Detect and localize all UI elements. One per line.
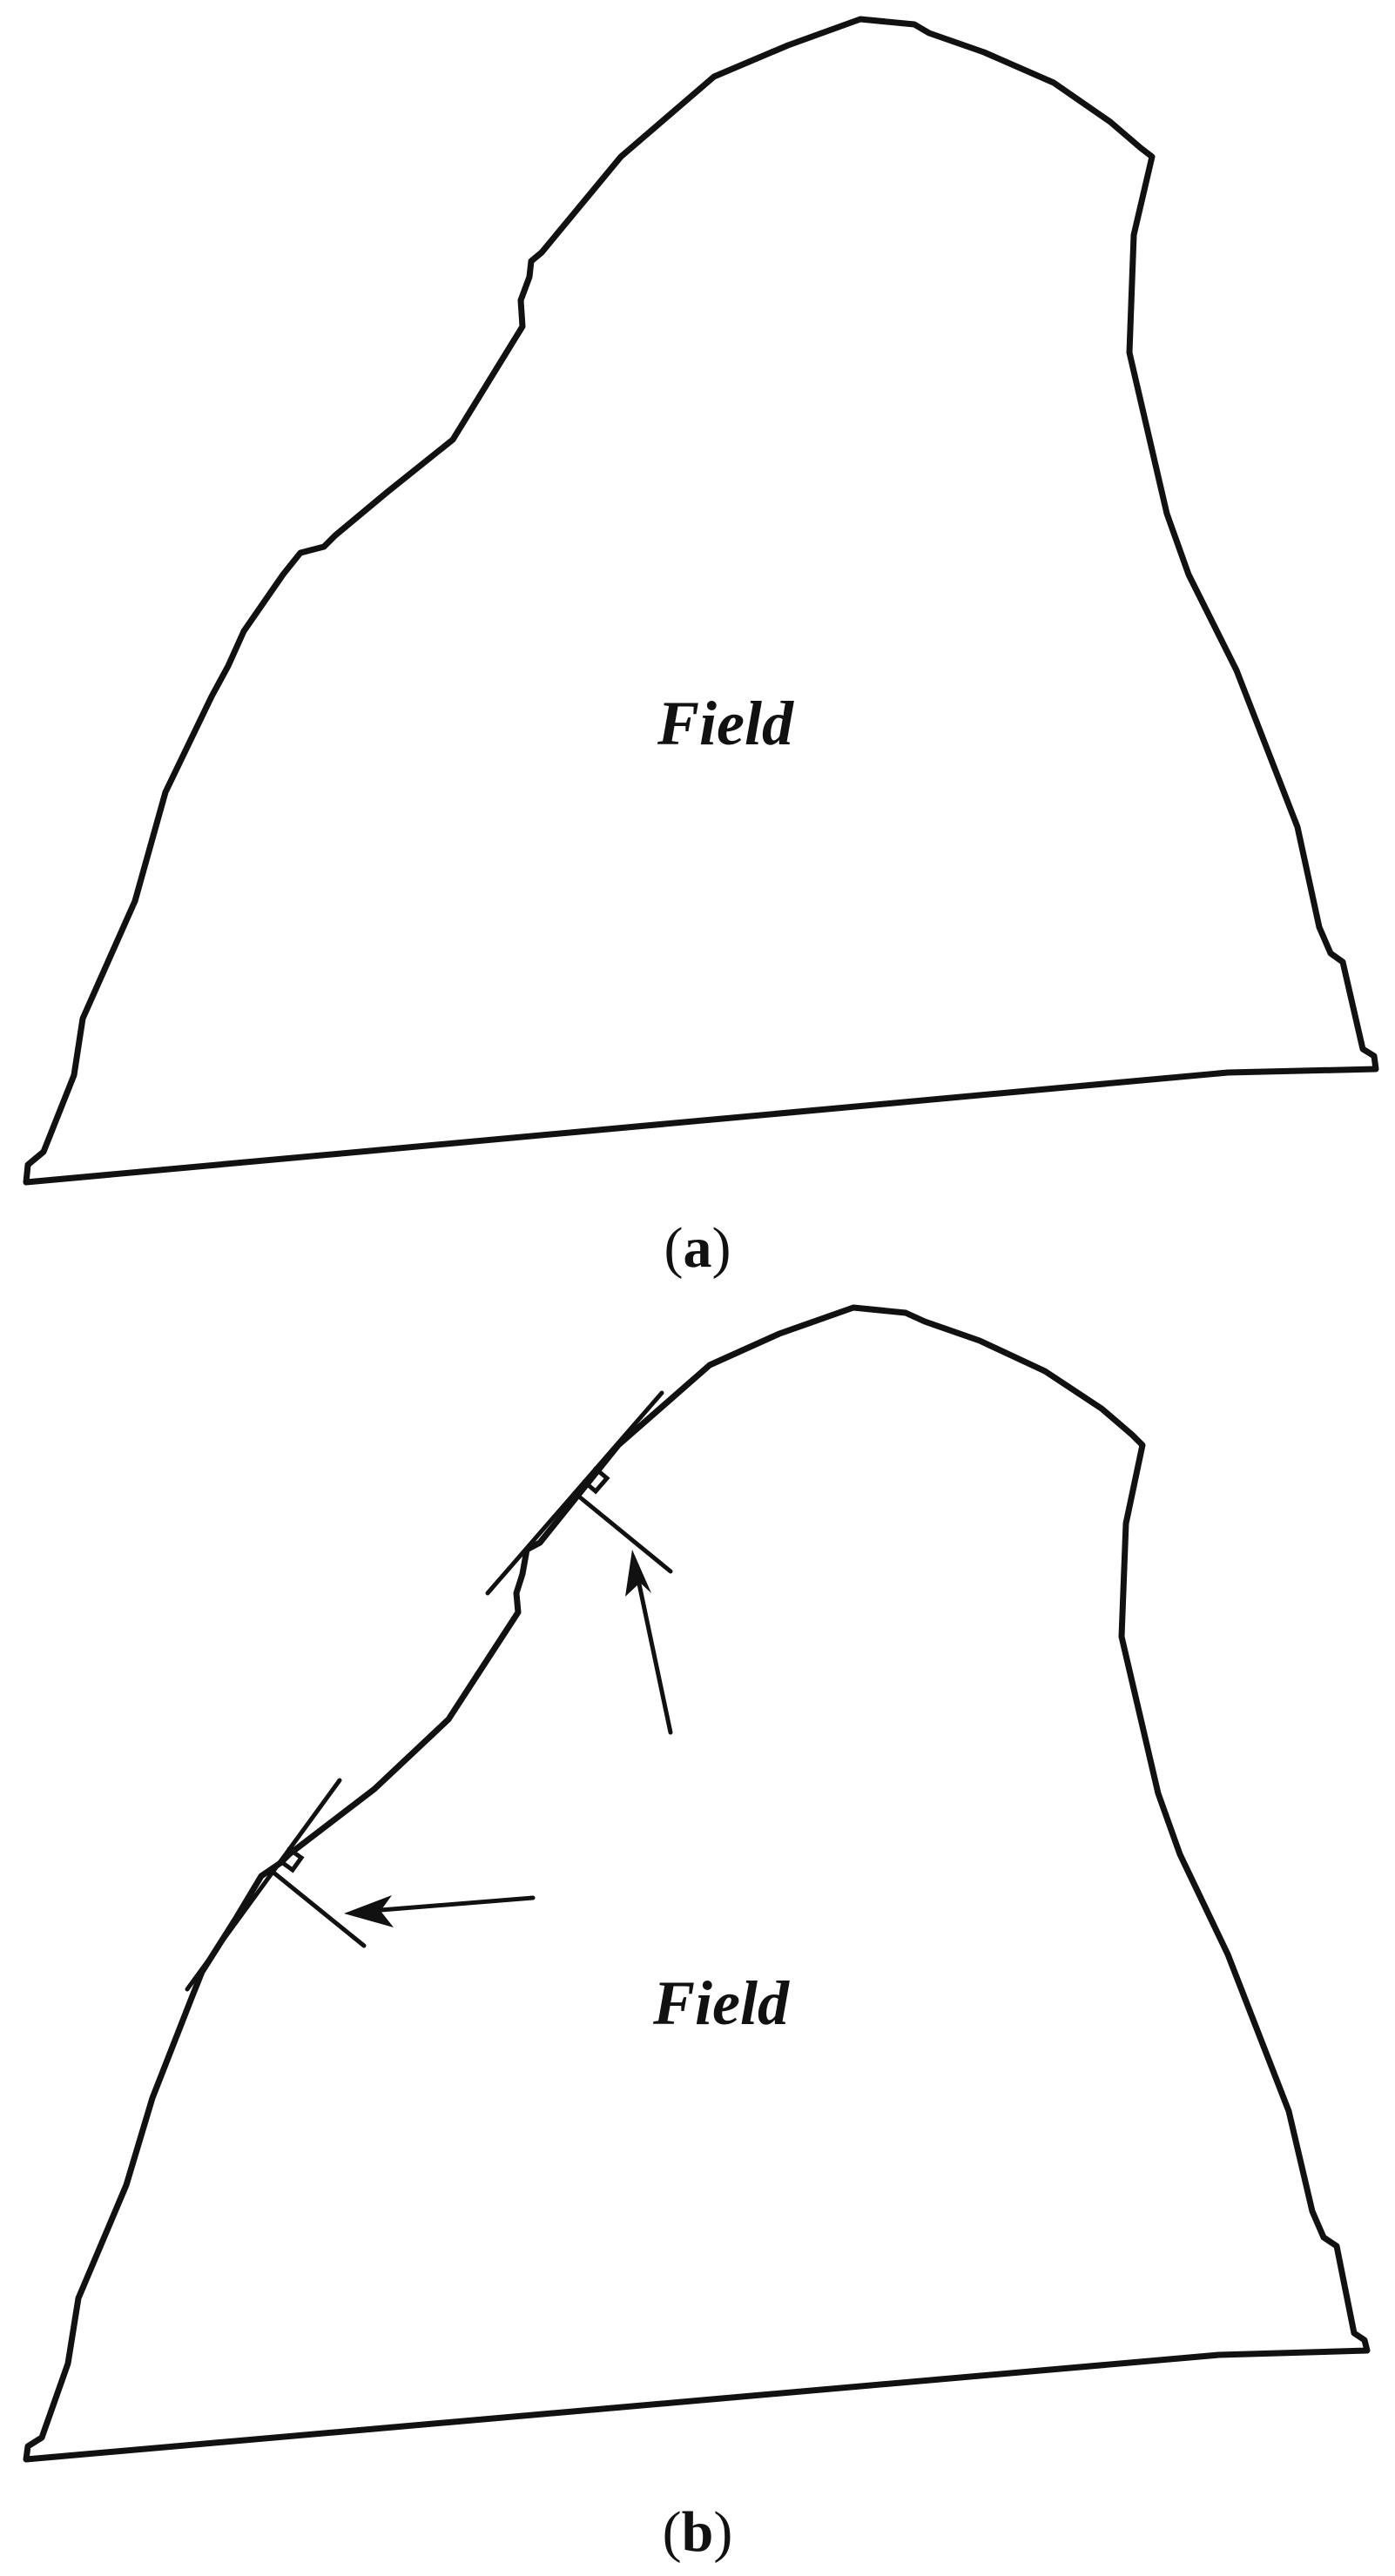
panel-b: Field (b): [23, 1304, 1371, 2564]
normal-line-lower: [270, 1869, 367, 1948]
arrow-head-lower: [344, 1895, 394, 1927]
field-boundary-a: [23, 16, 1379, 1186]
panel-caption-a: (a): [664, 1216, 731, 1280]
arrow-head-upper: [625, 1550, 651, 1597]
field-label-b: Field: [652, 1968, 790, 2038]
field-boundary-b: [23, 1304, 1371, 2463]
field-label-a: Field: [657, 689, 794, 758]
panel-a: Field (a): [23, 16, 1379, 1280]
arrow-shaft-upper: [635, 1573, 673, 1735]
right-angle-marker-upper: [582, 1466, 610, 1495]
right-angle-marker-lower: [278, 1846, 305, 1873]
tangent-line-lower: [185, 1778, 342, 1992]
arrow-shaft-lower: [367, 1895, 536, 1914]
panel-caption-b: (b): [663, 2500, 733, 2564]
normal-line-upper: [572, 1490, 673, 1574]
